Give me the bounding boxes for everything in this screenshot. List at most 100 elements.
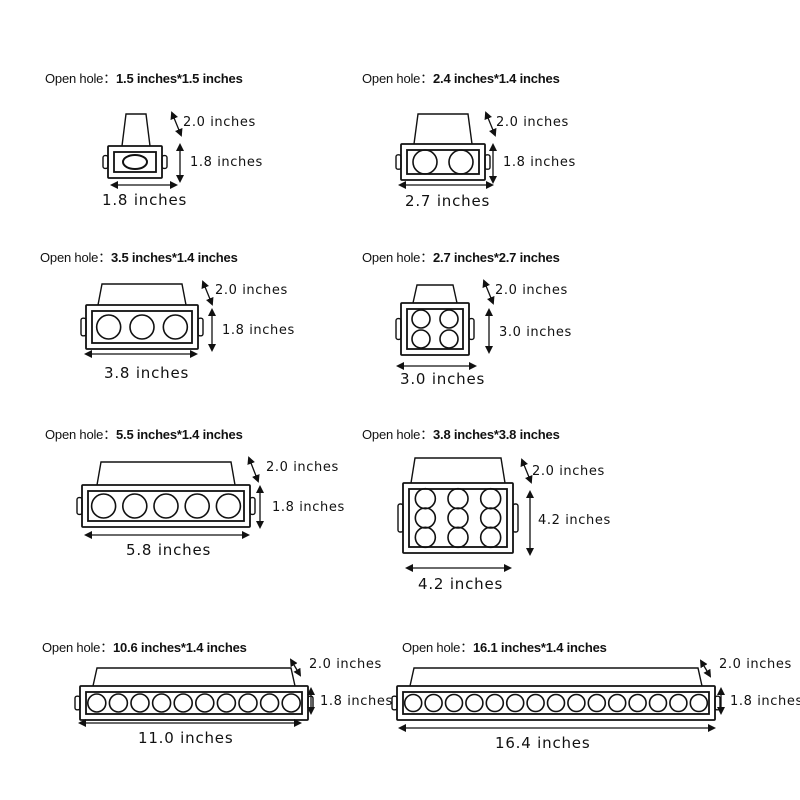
- open-hole-label-u1: Open hole：1.5 inches*1.5 inches: [45, 71, 243, 86]
- fixture-face: [396, 685, 716, 721]
- fixture-housing-top: [96, 461, 236, 486]
- led-lamp: [465, 693, 484, 713]
- fixture-housing-top: [412, 284, 458, 304]
- depth-dim-u3: 2.0 inches: [215, 283, 288, 298]
- led-lamp: [414, 507, 437, 529]
- fixture-u2: [395, 111, 497, 189]
- depth-arrow: [484, 111, 497, 137]
- open-hole-label-u5: Open hole：5.5 inches*1.4 inches: [45, 427, 243, 442]
- open-hole-label-u8: Open hole：16.1 inches*1.4 inches: [402, 640, 607, 655]
- led-lamp: [567, 693, 586, 713]
- led-lamp: [108, 693, 129, 713]
- led-lamp: [447, 487, 469, 510]
- led-lamp: [87, 693, 107, 713]
- fixture-housing-top: [409, 667, 703, 687]
- led-lamp: [122, 154, 148, 170]
- fixture-u6: [397, 457, 534, 572]
- height-dim-u7: 1.8 inches: [320, 694, 393, 709]
- fixture-inner-frame: [406, 308, 464, 350]
- fixture-housing-top: [410, 457, 506, 484]
- depth-dim-u8: 2.0 inches: [719, 657, 792, 672]
- fixture-u5: [76, 456, 264, 539]
- fixture-housing-top: [121, 113, 151, 147]
- height-dim-u1: 1.8 inches: [190, 155, 263, 170]
- depth-arrow: [247, 456, 260, 483]
- led-lamp: [403, 693, 423, 713]
- led-lamp: [479, 526, 502, 549]
- depth-arrow: [289, 658, 302, 677]
- fixture-u8: [391, 659, 725, 732]
- fixture-u3: [80, 280, 216, 358]
- open-hole-label-u6: Open hole：3.8 inches*3.8 inches: [362, 427, 560, 442]
- led-lamp: [526, 693, 545, 713]
- fixture-face: [402, 482, 514, 554]
- fixture-inner-frame: [113, 151, 157, 173]
- led-lamp: [414, 487, 437, 510]
- led-lamp: [648, 693, 668, 713]
- led-lamp: [151, 693, 172, 713]
- height-dim-u5: 1.8 inches: [272, 500, 345, 515]
- led-lamp: [447, 507, 469, 529]
- width-dim-u5: 5.8 inches: [126, 541, 212, 559]
- depth-arrow: [520, 458, 533, 484]
- led-lamp: [587, 693, 607, 713]
- led-lamp: [607, 693, 627, 713]
- width-dim-u6: 4.2 inches: [418, 575, 504, 593]
- height-dim-u6: 4.2 inches: [538, 513, 611, 528]
- led-lamp: [129, 314, 155, 340]
- led-lamp: [90, 493, 117, 519]
- depth-dim-u1: 2.0 inches: [183, 115, 256, 130]
- led-lamp: [479, 487, 502, 510]
- led-lamp: [412, 149, 438, 175]
- led-lamp: [238, 693, 258, 713]
- led-lamp: [485, 693, 505, 713]
- led-lamp: [546, 693, 566, 713]
- fixture-inner-frame: [85, 691, 303, 715]
- led-lamp: [281, 693, 302, 713]
- led-lamp: [439, 329, 459, 349]
- led-lamp: [689, 693, 709, 713]
- fixture-housing-top: [97, 283, 187, 306]
- led-lamp: [162, 314, 189, 340]
- fixture-face: [85, 304, 199, 350]
- fixture-inner-frame: [408, 488, 508, 548]
- led-lamp: [439, 309, 459, 329]
- led-lamp: [424, 693, 443, 713]
- depth-arrow: [699, 659, 712, 678]
- led-lamp: [448, 149, 474, 175]
- led-lamp: [215, 493, 242, 519]
- width-dim-u8: 16.4 inches: [495, 734, 591, 752]
- led-lamp: [153, 493, 179, 519]
- led-lamp: [259, 693, 280, 713]
- height-dim-u8: 1.8 inches: [730, 694, 800, 709]
- led-lamp: [505, 693, 525, 713]
- depth-dim-u7: 2.0 inches: [309, 657, 382, 672]
- fixture-inner-frame: [87, 490, 245, 522]
- led-lamp: [95, 314, 122, 340]
- height-dim-u4: 3.0 inches: [499, 325, 572, 340]
- led-lamp: [414, 526, 437, 549]
- fixture-housing-top: [413, 113, 473, 145]
- fixture-inner-frame: [402, 691, 710, 715]
- fixture-face: [79, 685, 309, 721]
- open-hole-label-u3: Open hole：3.5 inches*1.4 inches: [40, 250, 238, 265]
- led-lamp: [411, 329, 431, 349]
- fixture-u7: [74, 658, 315, 727]
- led-lamp: [173, 693, 193, 713]
- depth-arrow: [170, 111, 183, 137]
- fixture-face: [107, 145, 163, 179]
- depth-dim-u2: 2.0 inches: [496, 115, 569, 130]
- led-lamp: [130, 693, 150, 713]
- fixture-face: [400, 143, 486, 181]
- depth-dim-u6: 2.0 inches: [532, 464, 605, 479]
- fixture-u1: [102, 111, 184, 189]
- width-dim-u3: 3.8 inches: [104, 364, 190, 382]
- width-dim-u1: 1.8 inches: [102, 191, 188, 209]
- width-dim-u4: 3.0 inches: [400, 370, 486, 388]
- depth-arrow: [482, 279, 495, 305]
- fixture-face: [400, 302, 470, 356]
- depth-dim-u5: 2.0 inches: [266, 460, 339, 475]
- led-lamp: [411, 309, 431, 329]
- open-hole-label-u4: Open hole：2.7 inches*2.7 inches: [362, 250, 560, 265]
